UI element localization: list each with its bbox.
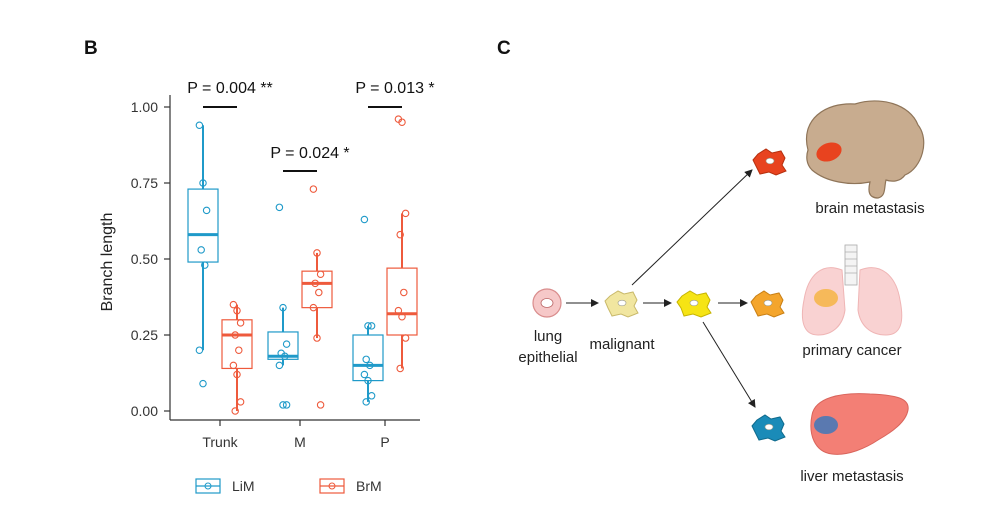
data-point: [236, 319, 245, 327]
label-malignant: malignant: [589, 336, 655, 353]
metastasis-diagram: lung epithelial malignant: [518, 100, 925, 485]
data-point: [366, 361, 374, 370]
significance-annotations: P = 0.004 ** P = 0.024 * P = 0.013 *: [187, 80, 435, 172]
p-value-label: P = 0.004 **: [187, 80, 273, 97]
legend-key-point: [204, 482, 212, 490]
data-point: [233, 306, 241, 315]
data-point: [364, 376, 372, 385]
y-ticks: 0.00 0.25 0.50 0.75 1.00: [131, 99, 170, 419]
y-tick-label: 0.75: [131, 175, 158, 191]
data-point: [275, 203, 284, 212]
data-point: [195, 121, 204, 129]
box-series: [187, 115, 418, 415]
data-point: [400, 288, 408, 297]
brain-icon: [805, 100, 925, 199]
data-point: [197, 246, 205, 254]
data-point: [398, 313, 406, 321]
data-point: [364, 322, 372, 330]
data-point: [316, 270, 325, 278]
data-point: [362, 398, 370, 406]
data-point: [394, 306, 403, 315]
data-point: [229, 300, 238, 309]
legend-label: BrM: [356, 478, 382, 494]
data-point: [311, 279, 319, 288]
data-point: [315, 288, 323, 297]
data-point: [282, 340, 291, 348]
box: [386, 267, 418, 336]
arrow-to-liver: [702, 321, 756, 408]
label-epithelial: epithelial: [518, 349, 577, 366]
legend: LiM BrM: [195, 478, 382, 494]
data-point: [367, 322, 376, 330]
data-point: [229, 361, 238, 370]
data-point: [367, 392, 376, 400]
data-point: [195, 346, 204, 354]
lung-epithelial-cell: [532, 288, 562, 318]
y-tick-label: 0.25: [131, 327, 158, 343]
data-point: [199, 379, 207, 388]
label-liver-metastasis: liver metastasis: [800, 468, 903, 485]
data-point: [236, 398, 245, 406]
x-tick-label: P: [380, 434, 389, 450]
lungs-icon: [801, 244, 903, 336]
data-point: [396, 230, 404, 239]
data-point: [313, 249, 321, 257]
arrow-to-brain: [631, 169, 753, 286]
boxplot-chart: 0.00 0.25 0.50 0.75 1.00 Trunk M P Branch leng…: [99, 80, 435, 494]
data-point: [309, 185, 318, 193]
x-tick-label: Trunk: [202, 434, 238, 450]
liver-icon: [810, 393, 909, 455]
data-point: [362, 355, 370, 364]
data-point: [401, 334, 410, 342]
data-point: [281, 352, 289, 361]
box: [187, 188, 219, 263]
y-tick-label: 1.00: [131, 99, 158, 115]
data-point: [231, 331, 239, 339]
y-axis-title: Branch length: [99, 213, 116, 312]
p-value-label: P = 0.024 *: [270, 145, 349, 162]
data-point: [309, 303, 318, 312]
x-ticks: Trunk M P: [202, 420, 390, 450]
data-point: [313, 334, 321, 342]
data-point: [199, 179, 207, 187]
data-point: [398, 118, 406, 126]
label-primary-cancer: primary cancer: [802, 342, 901, 359]
data-point: [360, 215, 369, 224]
label-lung: lung: [534, 328, 562, 345]
panel-label-c: C: [497, 38, 511, 59]
legend-label: LiM: [232, 478, 255, 494]
box: [267, 331, 299, 360]
data-point: [235, 346, 243, 354]
data-point: [282, 401, 291, 409]
data-point: [231, 407, 239, 415]
y-tick-label: 0.00: [131, 403, 158, 419]
data-point: [316, 401, 325, 409]
data-point: [360, 370, 369, 379]
data-point: [233, 370, 241, 379]
box: [221, 319, 253, 370]
panel-label-b: B: [84, 38, 98, 59]
legend-key-point: [328, 482, 336, 490]
data-point: [396, 364, 404, 373]
data-point: [279, 401, 287, 409]
data-point: [275, 361, 284, 370]
label-brain-metastasis: brain metastasis: [815, 200, 924, 217]
data-point: [279, 303, 287, 312]
box: [352, 334, 384, 382]
y-tick-label: 0.50: [131, 251, 158, 267]
p-value-label: P = 0.013 *: [355, 80, 434, 97]
data-point: [201, 261, 209, 269]
data-point: [202, 206, 211, 215]
data-point: [401, 209, 410, 218]
x-tick-label: M: [294, 434, 306, 450]
